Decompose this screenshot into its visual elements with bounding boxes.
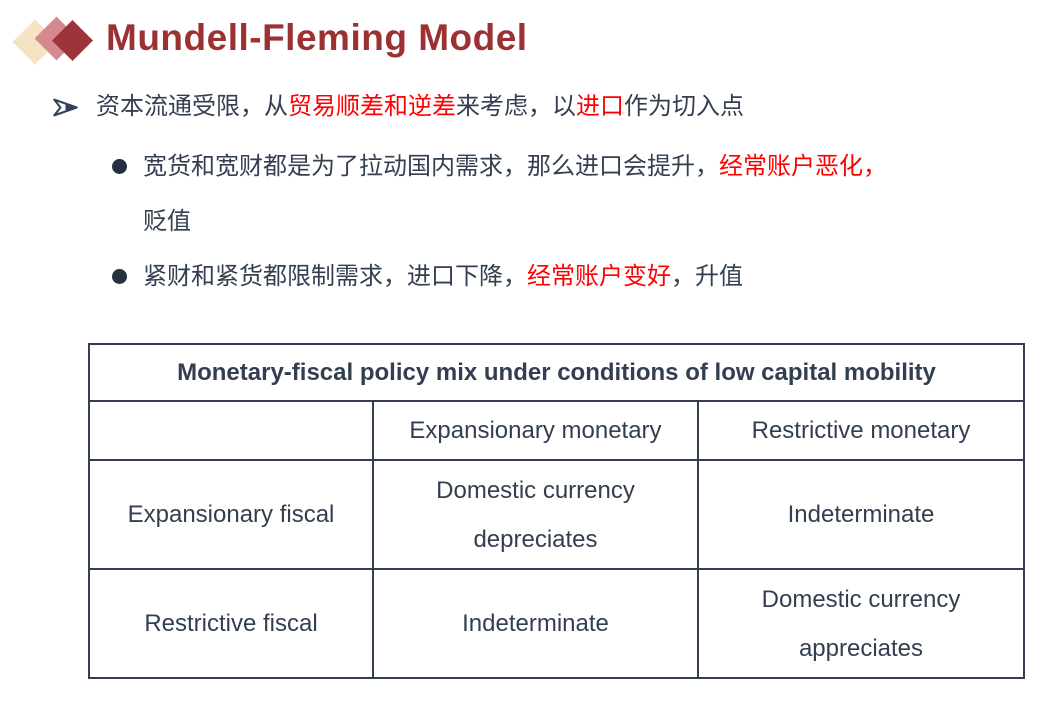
slide-title: Mundell-Fleming Model xyxy=(106,17,528,58)
cell-indeterminate: Indeterminate xyxy=(372,568,699,679)
bullet-sub2: 紧财和紧货都限制需求，进口下降，经常账户变好，升值 xyxy=(112,249,743,304)
cell-currency-appreciates: Domestic currency appreciates xyxy=(697,568,1025,679)
table-header-expansionary-monetary: Expansionary monetary xyxy=(372,400,699,461)
arrowhead-right-icon xyxy=(53,98,78,116)
table-header-empty xyxy=(88,400,374,461)
bullet-level1: 资本流通受限，从贸易顺差和逆差来考虑，以进口作为切入点 xyxy=(52,92,744,122)
table-row-restrictive-fiscal: Restrictive fiscal Indeterminate Domesti… xyxy=(88,568,1025,679)
table-row-expansionary-fiscal: Expansionary fiscal Domestic currency de… xyxy=(88,459,1025,570)
text-segment: 资本流通受限，从 xyxy=(96,93,288,120)
bullet-sub1-text: 宽货和宽财都是为了拉动国内需求，那么进口会提升，经常账户恶化， 贬值 xyxy=(143,139,887,249)
bullet-sub1: 宽货和宽财都是为了拉动国内需求，那么进口会提升，经常账户恶化， 贬值 xyxy=(112,139,887,249)
cell-indeterminate: Indeterminate xyxy=(697,459,1025,570)
cell-line: Domestic currency xyxy=(436,476,635,504)
cell-line: depreciates xyxy=(473,525,598,553)
table-title-row: Monetary-fiscal policy mix under conditi… xyxy=(88,343,1025,402)
bullet-sub2-text: 紧财和紧货都限制需求，进口下降，经常账户变好，升值 xyxy=(143,249,743,304)
policy-mix-table: Monetary-fiscal policy mix under conditi… xyxy=(88,343,1025,679)
triple-diamond-logo-icon xyxy=(0,0,100,80)
circle-bullet-icon xyxy=(112,159,127,174)
bullet-sub1-line1: 宽货和宽财都是为了拉动国内需求，那么进口会提升，经常账户恶化， xyxy=(143,139,887,194)
cell-line: appreciates xyxy=(798,634,924,662)
row-label: Expansionary fiscal xyxy=(88,459,374,570)
text-segment: 贬值 xyxy=(143,208,191,235)
cell-line: Domestic currency xyxy=(761,585,961,613)
text-segment: 紧财和紧货都限制需求，进口下降， xyxy=(143,263,527,290)
bullet-level1-text: 资本流通受限，从贸易顺差和逆差来考虑，以进口作为切入点 xyxy=(96,92,744,122)
row-label: Restrictive fiscal xyxy=(88,568,374,679)
table-title: Monetary-fiscal policy mix under conditi… xyxy=(88,343,1025,402)
table-header-restrictive-monetary: Restrictive monetary xyxy=(697,400,1025,461)
highlighted-text: 贸易顺差和逆差 xyxy=(288,93,456,120)
bullet-sub1-line2: 贬值 xyxy=(143,194,887,249)
text-segment: 作为切入点 xyxy=(624,93,744,120)
text-segment: ，升值 xyxy=(671,263,743,290)
table-header-row: Expansionary monetary Restrictive moneta… xyxy=(88,400,1025,461)
highlighted-text: 经常账户恶化， xyxy=(719,153,887,180)
circle-bullet-icon xyxy=(112,269,127,284)
text-segment: 来考虑，以 xyxy=(456,93,576,120)
cell-currency-depreciates: Domestic currency depreciates xyxy=(372,459,699,570)
highlighted-text: 经常账户变好 xyxy=(527,263,671,290)
text-segment: 宽货和宽财都是为了拉动国内需求，那么进口会提升， xyxy=(143,153,719,180)
highlighted-text: 进口 xyxy=(576,93,624,120)
